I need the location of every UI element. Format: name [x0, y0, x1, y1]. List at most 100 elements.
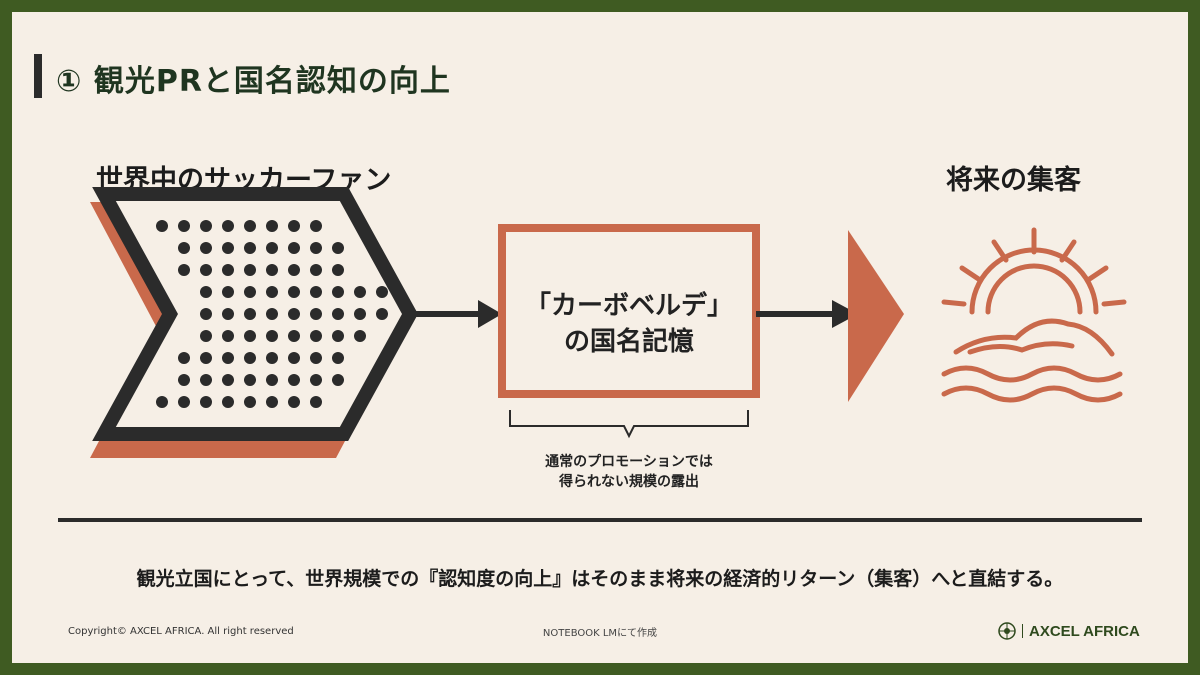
- crowd-dot: [376, 286, 388, 298]
- crowd-dot: [376, 308, 388, 320]
- crowd-dot: [266, 264, 278, 276]
- crowd-dot: [200, 396, 212, 408]
- crowd-dot: [244, 330, 256, 342]
- crowd-dot: [178, 374, 190, 386]
- crowd-dot: [310, 352, 322, 364]
- crowd-dot: [332, 374, 344, 386]
- crowd-dot: [354, 286, 366, 298]
- crowd-dot: [178, 396, 190, 408]
- crowd-dot: [200, 242, 212, 254]
- crowd-dot: [266, 242, 278, 254]
- outcome-label: 将来の集客: [946, 165, 1081, 196]
- crowd-dot: [222, 308, 234, 320]
- crowd-dot: [332, 352, 344, 364]
- crowd-dot: [178, 264, 190, 276]
- crowd-dot: [332, 286, 344, 298]
- crowd-dot: [288, 396, 300, 408]
- crowd-dot: [310, 374, 322, 386]
- crowd-dot: [332, 308, 344, 320]
- crowd-dot: [244, 352, 256, 364]
- sunrise-over-island-icon: [941, 227, 1127, 403]
- crowd-dot: [354, 330, 366, 342]
- crowd-dot: [354, 308, 366, 320]
- box-line-1: 「カーボベルデ」: [524, 291, 733, 321]
- crowd-dot: [244, 374, 256, 386]
- brace-note-line-2: 得られない規模の露出: [559, 474, 699, 490]
- crowd-dot: [222, 330, 234, 342]
- conclusion-text: 観光立国にとって、世界規模での『認知度の向上』はそのまま将来の経済的リターン（集…: [136, 568, 1064, 590]
- brand-separator: [1022, 624, 1023, 638]
- triangle-arrow-icon: [848, 230, 904, 402]
- crowd-dot: [310, 264, 322, 276]
- crowd-dot: [288, 374, 300, 386]
- divider: [58, 518, 1142, 522]
- title-accent-bar: [34, 54, 42, 98]
- crowd-dot: [310, 220, 322, 232]
- crowd-dot: [222, 264, 234, 276]
- crowd-dot: [266, 286, 278, 298]
- crowd-dot: [156, 220, 168, 232]
- box-line-2: の国名記憶: [563, 327, 694, 357]
- crowd-dot: [288, 242, 300, 254]
- crowd-dot: [310, 308, 322, 320]
- crowd-dot: [244, 242, 256, 254]
- crowd-dot: [288, 286, 300, 298]
- arrow-right-icon: [478, 300, 502, 328]
- crowd-dot: [288, 308, 300, 320]
- crowd-dot: [244, 264, 256, 276]
- crowd-dot: [266, 330, 278, 342]
- crowd-dot: [200, 374, 212, 386]
- brand-logo-icon: [998, 622, 1016, 640]
- crowd-dot: [266, 396, 278, 408]
- crowd-dot: [288, 220, 300, 232]
- made-with-text: NOTEBOOK LMにて作成: [542, 628, 658, 639]
- crowd-dot: [266, 308, 278, 320]
- brace-note-line-1: 通常のプロモーションでは: [545, 454, 713, 470]
- crowd-dot: [200, 330, 212, 342]
- crowd-dot: [222, 352, 234, 364]
- arrow-right-icon: [832, 300, 858, 328]
- crowd-dot: [222, 396, 234, 408]
- crowd-dot: [310, 330, 322, 342]
- crowd-dot: [200, 220, 212, 232]
- crowd-dot: [222, 242, 234, 254]
- crowd-dot: [200, 308, 212, 320]
- crowd-dots: [156, 220, 388, 408]
- crowd-dot: [244, 396, 256, 408]
- crowd-dot: [200, 352, 212, 364]
- brace-note: 通常のプロモーションでは 得られない規模の露出: [500, 452, 758, 492]
- crowd-dot: [288, 352, 300, 364]
- crowd-dot: [266, 352, 278, 364]
- crowd-dot: [244, 308, 256, 320]
- crowd-dot: [332, 242, 344, 254]
- crowd-dot: [156, 396, 168, 408]
- flow-diagram: [90, 187, 1127, 458]
- brand-name: AXCEL AFRICA: [1029, 622, 1140, 640]
- crowd-dot: [310, 396, 322, 408]
- crowd-dot: [288, 264, 300, 276]
- crowd-dot: [332, 330, 344, 342]
- slide: ① 観光PRと国名認知の向上 世界中のサッカーファン 将来の集客: [12, 12, 1188, 663]
- crowd-dot: [200, 264, 212, 276]
- crowd-chevron-icon: [92, 187, 418, 441]
- brace: [509, 410, 749, 439]
- crowd-dot: [222, 220, 234, 232]
- crowd-dot: [200, 286, 212, 298]
- crowd-dot: [310, 286, 322, 298]
- crowd-dot: [310, 242, 322, 254]
- crowd-dot: [266, 220, 278, 232]
- crowd-dot: [288, 330, 300, 342]
- crowd-dot: [178, 352, 190, 364]
- crowd-dot: [244, 220, 256, 232]
- box-text: 「カーボベルデ」 の国名記憶: [500, 288, 758, 360]
- crowd-dot: [178, 242, 190, 254]
- page-title: ① 観光PRと国名認知の向上: [56, 64, 451, 99]
- crowd-dot: [266, 374, 278, 386]
- brand: AXCEL AFRICA: [998, 622, 1140, 640]
- crowd-dot: [222, 286, 234, 298]
- crowd-dot: [222, 374, 234, 386]
- crowd-dot: [244, 286, 256, 298]
- crowd-dot: [178, 220, 190, 232]
- crowd-dot: [332, 264, 344, 276]
- copyright-text: Copyright© AXCEL AFRICA. All right reser…: [68, 626, 294, 637]
